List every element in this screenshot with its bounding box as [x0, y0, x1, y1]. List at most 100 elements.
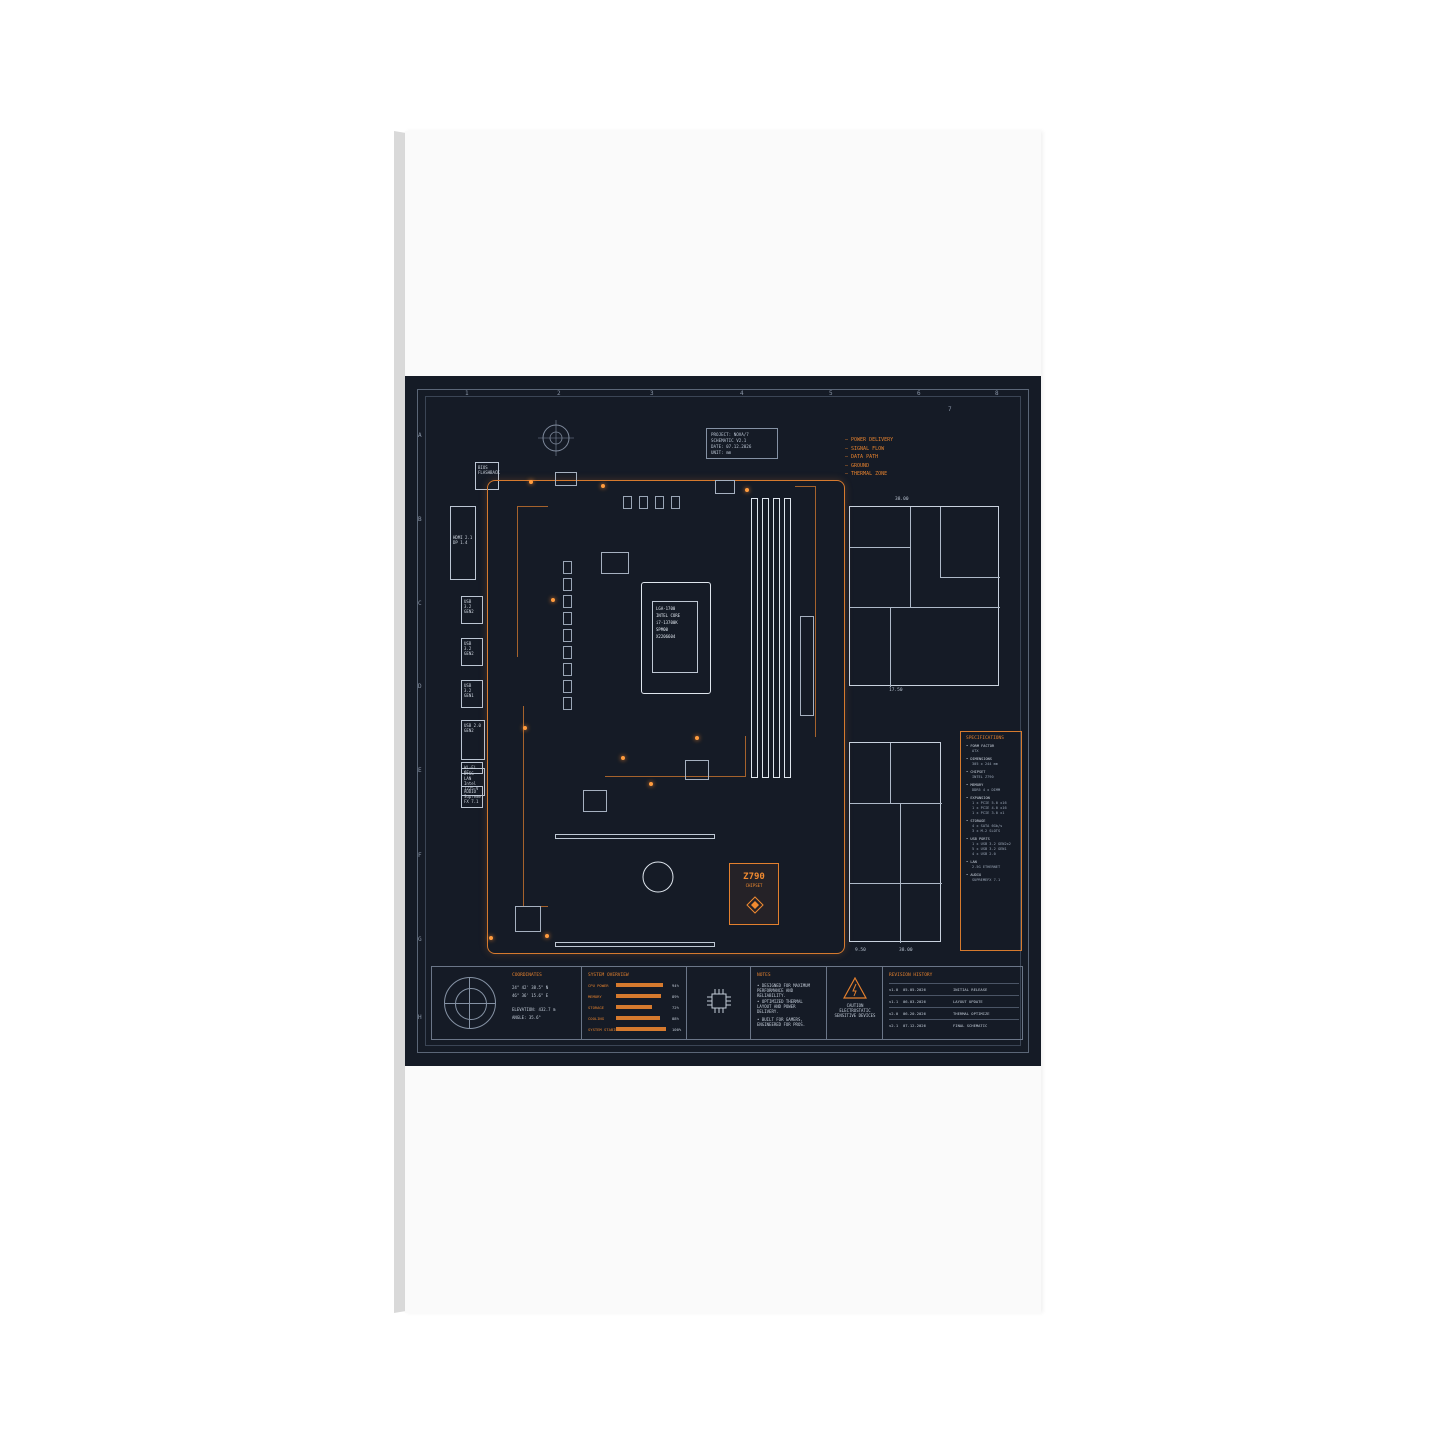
- ruler-row-h: H: [418, 1014, 422, 1021]
- plan-wall: [850, 803, 942, 804]
- spec-value: 3 x M.2 SLOTS: [972, 829, 1001, 833]
- overview-label: MEMORY: [588, 994, 602, 999]
- overview-label: SYSTEM STABILITY: [588, 1027, 625, 1032]
- cpu-chip-icon: [707, 989, 731, 1013]
- schematic-date: DATE: 07.12.2026: [711, 444, 752, 449]
- legend-ground: — GROUND: [845, 462, 870, 469]
- plan-wall: [940, 507, 941, 577]
- vrm-phase: [563, 680, 572, 693]
- ruler-row-c: C: [418, 600, 422, 607]
- vrm-phase: [639, 496, 648, 509]
- spec-key: • MEMORY: [966, 783, 984, 787]
- revision-text: THERMAL OPTIMIZE: [953, 1011, 990, 1016]
- trace-node: [529, 480, 533, 484]
- revision-history-title: REVISION HISTORY: [889, 973, 933, 978]
- revision-date: 06.03.2026: [903, 999, 926, 1004]
- plan-wall: [850, 607, 1000, 608]
- overview-percent: 100%: [672, 1027, 682, 1032]
- inner-border: [425, 396, 1021, 1046]
- revision-text: LAYOUT UPDATE: [953, 999, 983, 1004]
- chipset-logo-icon: [746, 896, 764, 914]
- spec-value: SUPREMEFX 7.1: [972, 878, 1001, 882]
- ruler-row-d: D: [418, 683, 422, 690]
- spec-value: 1 x USB 3.2 GEN2x2: [972, 842, 1011, 846]
- usb-port-block-1: USB 3.2 GEN2: [461, 596, 483, 624]
- controller-chip: [583, 790, 607, 812]
- spec-value: DDR5 4 x DIMM: [972, 788, 1001, 792]
- schematic-unit: UNIT: mm: [711, 450, 732, 455]
- coordinates-cell: COORDINATES 24° 42' 38.5" N 46° 36' 15.6…: [432, 967, 582, 1039]
- ruler-col-8: 8: [995, 390, 999, 397]
- schematic-version: SCHEMATIC V2.1: [711, 438, 747, 443]
- plan-wall: [850, 547, 910, 548]
- wifi-port-block: Wi-Fi 6E: [461, 762, 483, 775]
- vrm-phase: [563, 629, 572, 642]
- spec-value: 4 x USB 2.0: [972, 852, 996, 856]
- spec-key: • AUDIO: [966, 873, 982, 877]
- trace-node: [649, 782, 653, 786]
- cmos-battery-icon: [642, 861, 674, 893]
- trace-node: [745, 488, 749, 492]
- audio-port-block: AUDIO Supreme FX 7.1: [461, 786, 483, 808]
- cpu-socket-label: LGA-1700 INTEL CORE i7-13700K SPM00 X220…: [652, 601, 698, 673]
- cap-cluster: [601, 552, 629, 574]
- usb-port-block-2: USB 3.2 GEN2: [461, 638, 483, 666]
- legend-power: — POWER DELIVERY: [845, 437, 894, 443]
- pcie-slot-1: [555, 834, 715, 839]
- spec-value: ATX: [972, 749, 979, 753]
- dimm-slot-3: [773, 498, 780, 778]
- trace-node: [545, 934, 549, 938]
- floor-plan-lower: [849, 742, 942, 943]
- crosshair-icon: [538, 420, 574, 456]
- elevation-value: ELEVATION: 432.7 m: [512, 1007, 556, 1012]
- note-3: • BUILT FOR GAMERS, ENGINEERED FOR PROS.: [757, 1017, 806, 1027]
- project-name: PROJECT: NOVA/7: [711, 432, 749, 437]
- bottom-info-strip: COORDINATES 24° 42' 38.5" N 46° 36' 15.6…: [431, 966, 1023, 1040]
- plan-wall: [890, 607, 891, 687]
- spec-key: • LAN: [966, 860, 977, 864]
- spec-item: 1 x PCIE 3.0 x1: [966, 811, 1016, 816]
- chipset-label: CHIPSET: [745, 883, 763, 888]
- hdmi-port-block: HDMI 2.1 DP 1.4: [450, 506, 476, 580]
- overview-percent: 72%: [672, 1005, 679, 1010]
- vrm-phase: [671, 496, 680, 509]
- spec-value: 305 x 244 mm: [972, 762, 998, 766]
- revision-version: v2.1: [889, 1023, 899, 1028]
- overview-label: CPU POWER: [588, 983, 609, 988]
- overview-bar: [616, 1027, 666, 1031]
- canvas-side-edge: [394, 131, 406, 1313]
- overview-percent: 94%: [672, 983, 679, 988]
- spec-key: • STORAGE: [966, 819, 986, 823]
- vrm-phase: [655, 496, 664, 509]
- trace-node: [523, 726, 527, 730]
- spec-value: 4 x SATA 6Gb/s: [972, 824, 1003, 828]
- audio-codec-chip: [515, 906, 541, 932]
- ruler-col-4: 4: [740, 390, 744, 397]
- fan-header: [715, 480, 735, 494]
- plan-wall: [890, 743, 891, 803]
- trace-node: [601, 484, 605, 488]
- signal-trace-1: [605, 736, 746, 777]
- spec-value: 1 x PCIE 3.0 x1: [972, 811, 1005, 815]
- pcie-slot-2: [555, 942, 715, 947]
- ruler-col-6: 6: [917, 390, 921, 397]
- ruler-col-5: 5: [829, 390, 833, 397]
- legend-signal: — SIGNAL FLOW: [845, 445, 885, 452]
- project-title-block: PROJECT: NOVA/7 SCHEMATIC V2.1 DATE: 07.…: [706, 428, 778, 459]
- overview-label: STORAGE: [588, 1005, 605, 1010]
- note-1: • DESIGNED FOR MAXIMUM PERFORMANCE AND R…: [757, 983, 810, 998]
- dimm-slot-4: [784, 498, 791, 778]
- plan-wall: [940, 577, 1000, 578]
- ruler-col-7: 7: [948, 406, 952, 413]
- revision-date: 07.12.2026: [903, 1023, 926, 1028]
- notes-title: NOTES: [757, 973, 771, 978]
- dimension-top: 38.00: [895, 497, 909, 502]
